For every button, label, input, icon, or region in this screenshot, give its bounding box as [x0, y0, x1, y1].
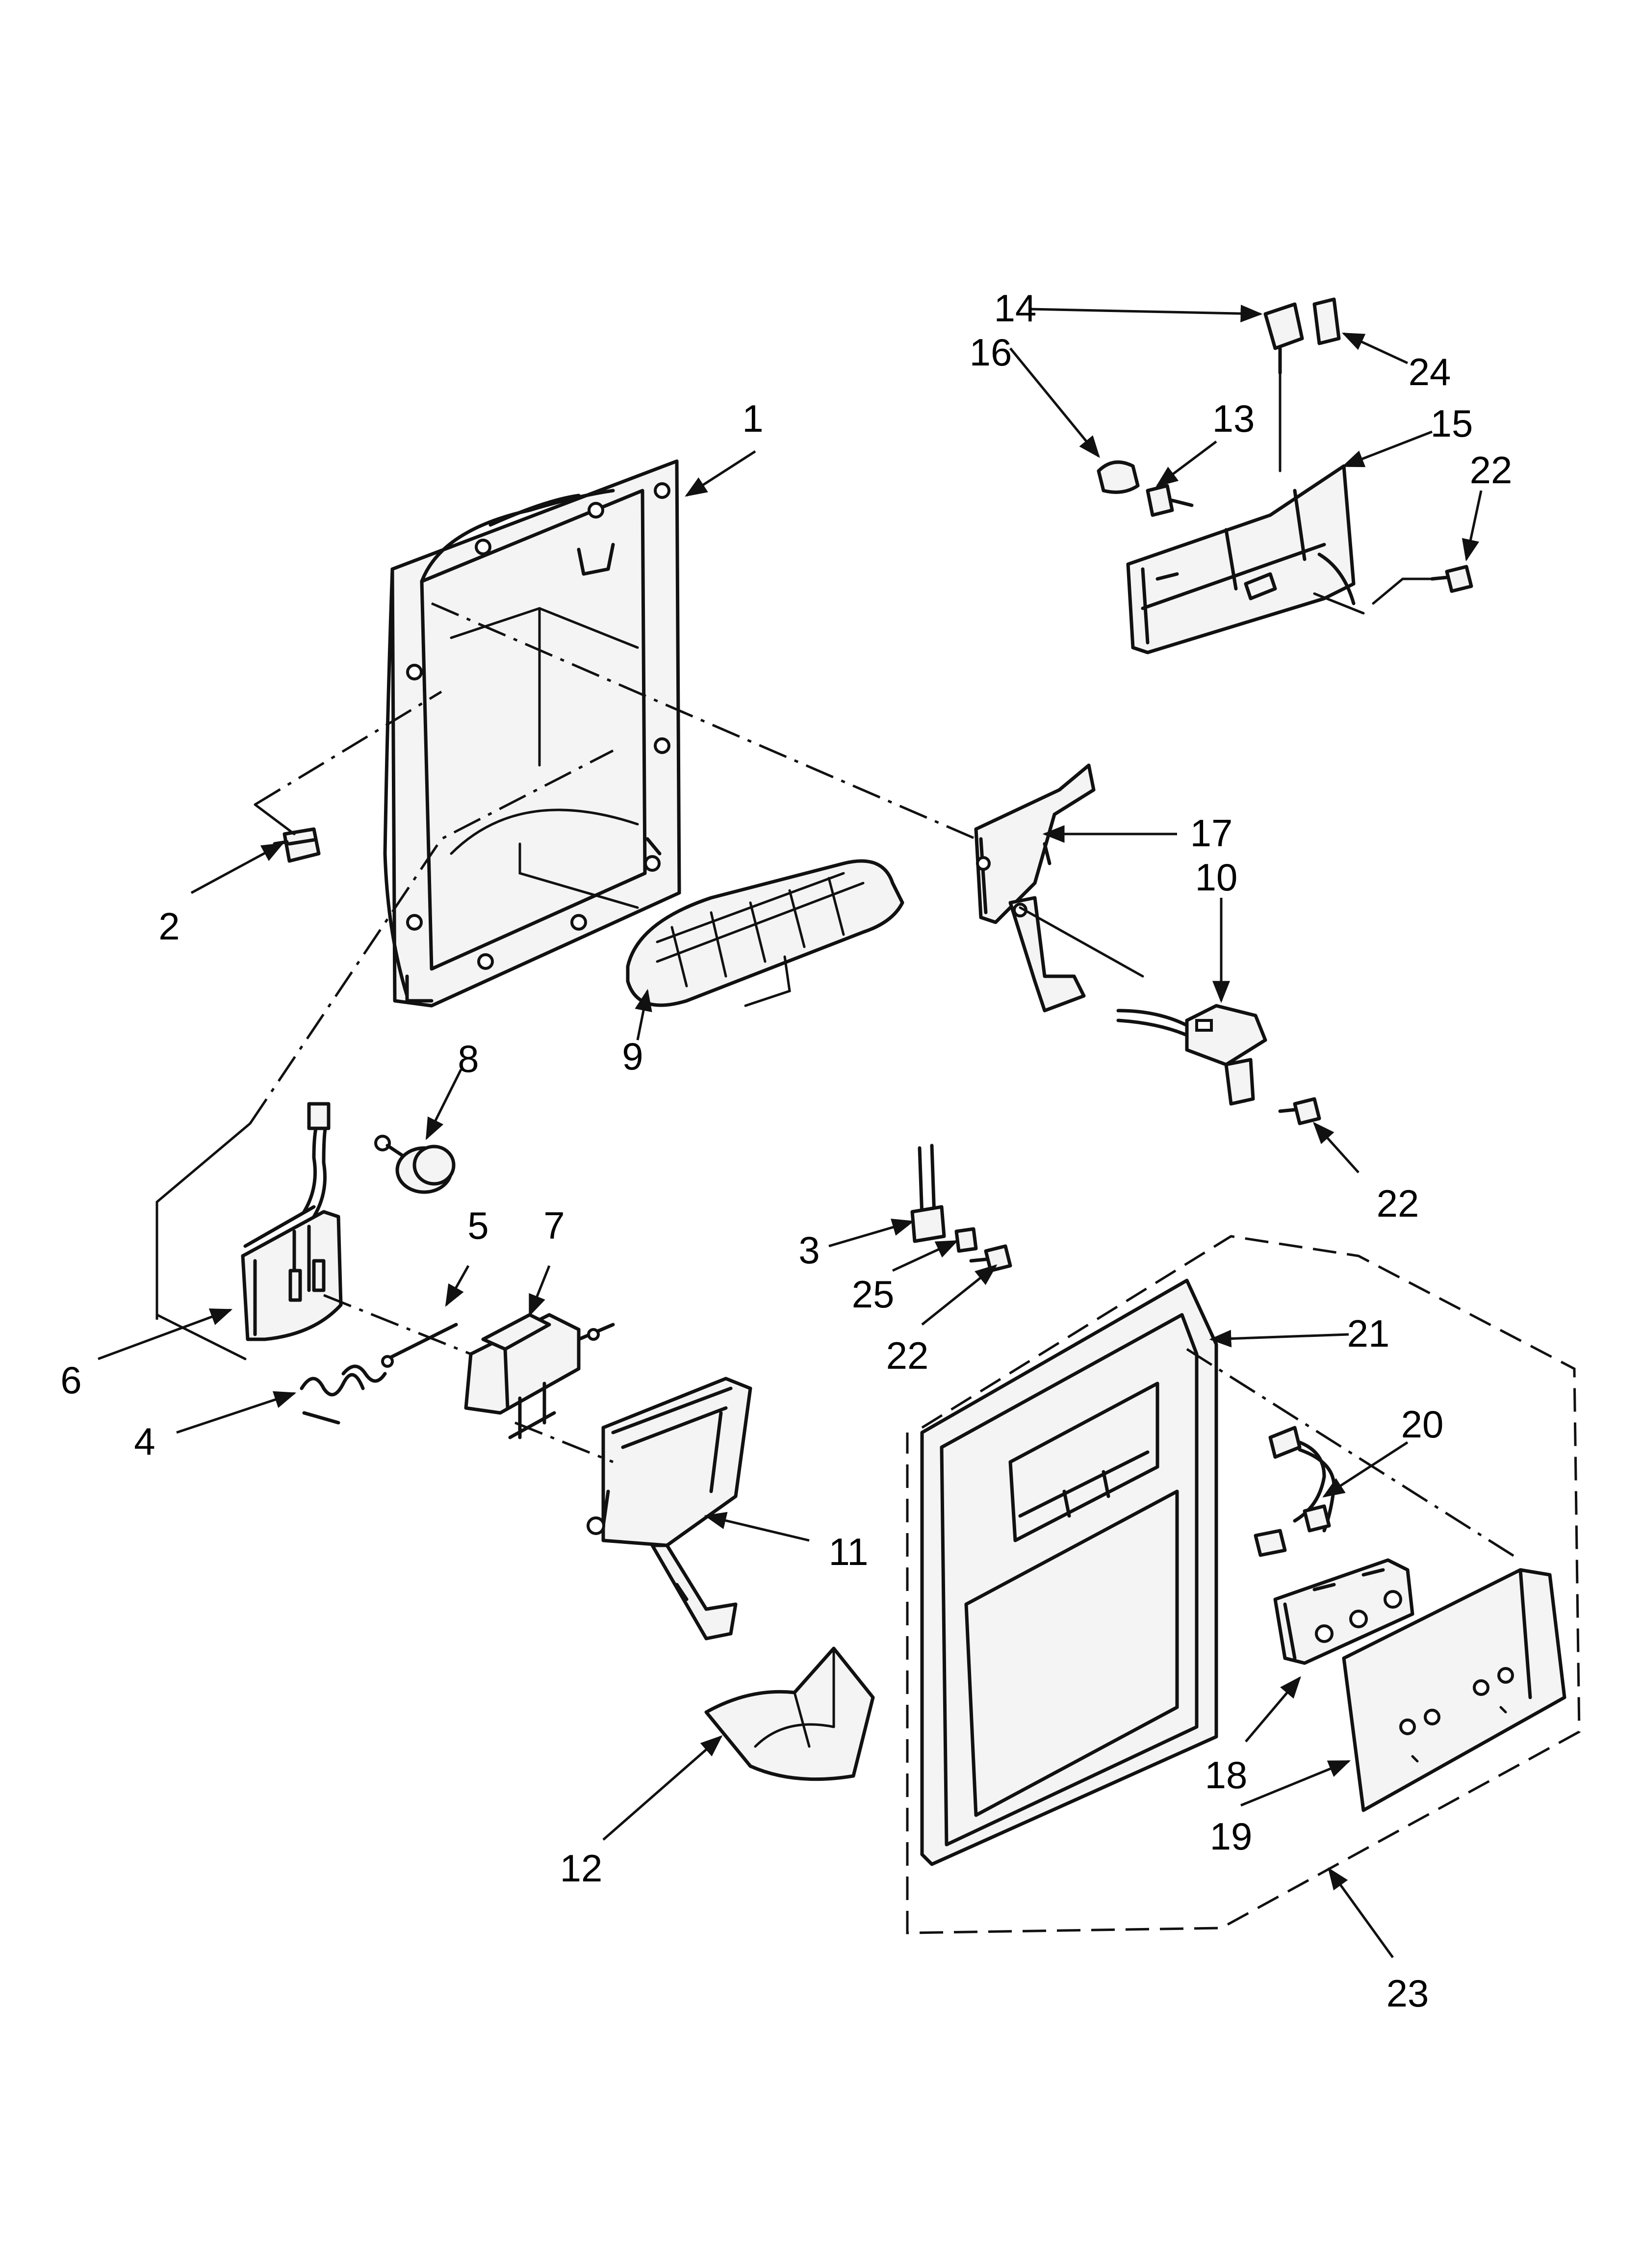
callout-5: 5 [467, 1204, 488, 1247]
callout-6: 6 [60, 1358, 81, 1402]
callout-14: 14 [994, 287, 1037, 330]
part-9-drip-grille [626, 859, 904, 1007]
part-21-front-panel [920, 1278, 1218, 1866]
callout-labels: 1 2 3 4 5 6 7 8 9 10 11 12 13 14 15 16 1… [60, 287, 1512, 2015]
callout-8: 8 [458, 1037, 479, 1080]
part-24-pad [1312, 297, 1341, 345]
part-5-pin [381, 1323, 458, 1368]
callout-19: 19 [1210, 1815, 1253, 1858]
part-20-harness [1254, 1426, 1336, 1557]
callout-4: 4 [134, 1420, 155, 1463]
callout-16: 16 [970, 331, 1012, 374]
part-7-pivot-bracket [464, 1313, 615, 1439]
part-6-switch-block [241, 1102, 343, 1341]
construction-lines [155, 577, 1581, 1934]
part-3-contact [910, 1144, 946, 1243]
part-1-housing [383, 459, 681, 1008]
callout-25: 25 [852, 1273, 895, 1316]
callout-1: 1 [742, 397, 763, 440]
callout-12: 12 [560, 1847, 603, 1890]
callout-7: 7 [543, 1204, 564, 1247]
part-22-screw-mid [1278, 1097, 1321, 1125]
callout-2: 2 [158, 905, 180, 948]
callout-22-top: 22 [1470, 448, 1513, 492]
part-2-screw [273, 827, 321, 863]
callout-18: 18 [1205, 1753, 1248, 1797]
part-18-control-board [1273, 1558, 1414, 1665]
part-16-bulb [1097, 460, 1140, 494]
callout-3: 3 [798, 1228, 820, 1272]
part-12-funnel [704, 1646, 875, 1781]
callout-24: 24 [1409, 350, 1451, 393]
part-17-lever [974, 763, 1096, 1013]
callout-10: 10 [1195, 856, 1238, 899]
callout-22-low: 22 [886, 1334, 929, 1377]
part-15-light-housing [1126, 464, 1356, 654]
callout-9: 9 [622, 1035, 643, 1078]
part-25-insulator [954, 1227, 978, 1253]
part-11-chute-door [587, 1377, 752, 1641]
part-19-control-cover [1342, 1568, 1566, 1812]
callout-11: 11 [829, 1530, 869, 1573]
part-22-screw-top [1430, 565, 1473, 593]
callout-13: 13 [1212, 397, 1255, 440]
leader-arrows [98, 305, 1483, 1958]
part-14-switch [1263, 302, 1304, 472]
part-10-water-lever [1116, 1004, 1267, 1106]
callout-15: 15 [1431, 402, 1473, 445]
callout-21: 21 [1347, 1312, 1390, 1355]
callout-23: 23 [1386, 1972, 1429, 2015]
part-4-springs [300, 1364, 387, 1425]
callout-17: 17 [1190, 811, 1233, 855]
callout-20: 20 [1401, 1403, 1444, 1446]
part-8-solenoid [374, 1135, 456, 1194]
callout-22-mid: 22 [1377, 1182, 1419, 1225]
part-13-socket [1146, 484, 1194, 517]
